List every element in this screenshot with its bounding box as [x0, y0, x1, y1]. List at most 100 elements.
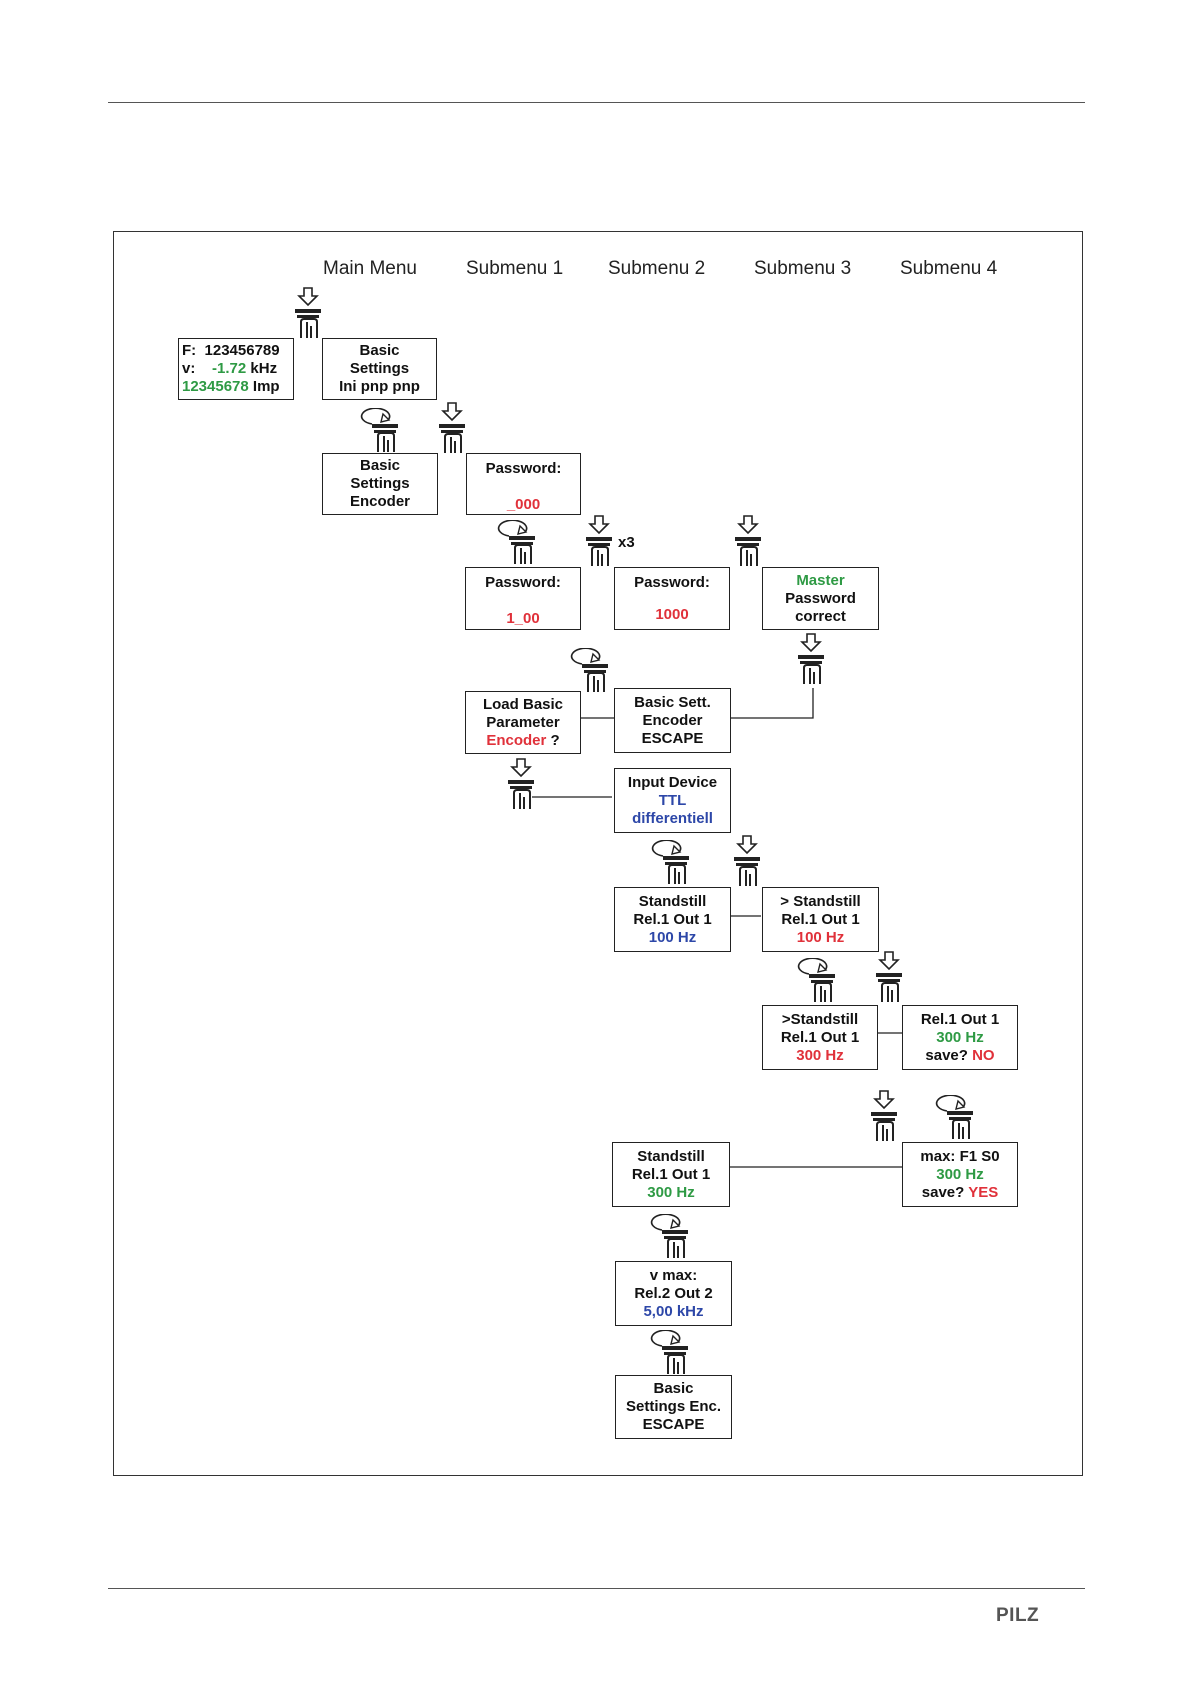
escape-final-line-1: Basic	[653, 1380, 694, 1397]
basic-settings-ini-line-2: Settings	[349, 360, 410, 377]
rotary-knob-icon	[497, 520, 535, 564]
standstill-1-line-2: Rel.1 Out 1	[633, 910, 712, 928]
velocity-unit: kHz	[250, 360, 278, 377]
master-password-box: Master Password correct	[762, 567, 879, 630]
save-yes-value: YES	[968, 1183, 999, 1201]
rotary-knob-icon	[360, 408, 398, 452]
standstill-box-2: > Standstill Rel.1 Out 1 100 Hz	[762, 887, 879, 952]
rotary-knob-icon	[650, 1330, 688, 1374]
save-yes-line-2: 300 Hz	[936, 1165, 984, 1183]
basic-sett-line-1: Basic Sett.	[634, 693, 711, 711]
vmax-line-1: v max:	[649, 1266, 698, 1284]
standstill-1-line-1: Standstill	[638, 892, 707, 910]
basic-settings-encoder-line-1: Basic	[359, 457, 401, 474]
master-password-line-2: Password	[785, 589, 856, 607]
load-basic-line-2: Parameter	[486, 713, 560, 731]
standstill-box-1: Standstill Rel.1 Out 1 100 Hz	[614, 887, 731, 952]
basic-sett-line-2: Encoder	[642, 711, 703, 729]
rotary-knob-icon	[935, 1095, 973, 1139]
basic-settings-encoder-box: Basic Settings Encoder	[322, 453, 438, 515]
press-button-icon	[508, 758, 534, 809]
standstill-3-line-1: >Standstill	[781, 1010, 859, 1028]
save-yes-prompt: save?	[921, 1183, 969, 1201]
frequency-label: F:	[182, 342, 197, 359]
press-button-icon	[798, 633, 824, 684]
basic-settings-encoder-line-3: Encoder	[349, 493, 410, 510]
load-basic-parameter-box: Load Basic Parameter Encoder ?	[465, 691, 581, 754]
escape-final-box: Basic Settings Enc. ESCAPE	[615, 1375, 732, 1439]
password-digit-value: 1_00	[506, 610, 540, 627]
diagram-frame	[113, 231, 1083, 1476]
column-submenu-3: Submenu 3	[754, 258, 852, 279]
basic-settings-encoder-line-2: Settings	[350, 475, 410, 492]
load-basic-question: ?	[546, 731, 560, 749]
vmax-line-3: 5,00 kHz	[643, 1302, 704, 1320]
basic-settings-ini-line-1: Basic	[359, 342, 400, 359]
standstill-2-line-2: Rel.1 Out 1	[781, 910, 860, 928]
password-complete-label: Password:	[634, 574, 710, 591]
rotary-knob-icon	[570, 648, 608, 692]
column-submenu-4: Submenu 4	[900, 258, 998, 279]
password-value: _000	[506, 496, 541, 513]
velocity-value: -1.72	[212, 360, 247, 377]
column-submenu-1: Submenu 1	[466, 258, 564, 279]
password-digit-label: Password:	[485, 574, 561, 591]
save-no-line-2: 300 Hz	[936, 1028, 984, 1046]
password-label: Password:	[485, 460, 562, 477]
basic-settings-ini-line-3: Ini pnp pnp	[339, 378, 420, 395]
save-no-box: Rel.1 Out 1 300 Hz save? NO	[902, 1005, 1018, 1070]
vmax-box: v max: Rel.2 Out 2 5,00 kHz	[615, 1261, 732, 1326]
input-device-line-1: Input Device	[627, 773, 718, 791]
password-entry-box: Password: _000	[466, 453, 581, 515]
standstill-box-4: Standstill Rel.1 Out 1 300 Hz	[612, 1142, 730, 1207]
basic-sett-escape-box: Basic Sett. Encoder ESCAPE	[614, 688, 731, 753]
footer-rule	[108, 1588, 1085, 1589]
load-basic-line-1: Load Basic	[482, 695, 564, 713]
display-box: F: 123456789 v: -1.72 kHz 12345678 Imp	[178, 338, 294, 400]
save-yes-box: max: F1 S0 300 Hz save? YES	[902, 1142, 1018, 1207]
load-basic-encoder: Encoder	[486, 731, 547, 749]
column-main-menu: Main Menu	[323, 258, 417, 279]
standstill-2-line-3: 100 Hz	[796, 928, 845, 946]
rotary-knob-icon	[797, 958, 835, 1002]
standstill-4-line-1: Standstill	[637, 1147, 705, 1165]
velocity-label: v:	[182, 360, 196, 377]
standstill-box-3: >Standstill Rel.1 Out 1 300 Hz	[762, 1005, 878, 1070]
password-complete-value: 1000	[655, 606, 689, 623]
column-submenu-2: Submenu 2	[608, 258, 706, 279]
press-button-icon	[295, 287, 321, 338]
input-device-line-2: TTL	[658, 791, 687, 809]
standstill-4-line-2: Rel.1 Out 1	[631, 1165, 711, 1183]
password-complete-box: Password: 1000	[614, 567, 730, 630]
standstill-4-line-3: 300 Hz	[647, 1183, 695, 1201]
standstill-2-line-1: > Standstill	[780, 892, 861, 910]
impulse-unit: Imp	[252, 378, 280, 395]
rotary-knob-icon	[650, 1214, 688, 1258]
input-device-box: Input Device TTL differentiell	[614, 768, 731, 833]
press-button-icon	[734, 835, 760, 886]
save-no-line-1: Rel.1 Out 1	[920, 1010, 1000, 1028]
press-button-icon	[876, 951, 902, 1002]
press-button-icon	[871, 1090, 897, 1141]
escape-final-line-2: Settings Enc.	[625, 1398, 722, 1415]
press-button-icon	[735, 515, 761, 566]
header-rule	[108, 102, 1085, 103]
press-button-icon	[439, 402, 465, 453]
basic-sett-line-3: ESCAPE	[641, 729, 704, 747]
escape-final-line-3: ESCAPE	[642, 1416, 705, 1433]
standstill-3-line-2: Rel.1 Out 1	[780, 1028, 860, 1046]
press-button-icon	[586, 515, 612, 566]
basic-settings-ini-box: Basic Settings Ini pnp pnp	[322, 338, 437, 400]
master-password-line-3: correct	[795, 607, 846, 625]
pilz-logo: PILZ	[996, 1605, 1040, 1626]
save-no-value: NO	[972, 1046, 995, 1064]
master-password-line-1: Master	[796, 571, 845, 589]
vmax-line-2: Rel.2 Out 2	[634, 1284, 713, 1302]
password-digit-box: Password: 1_00	[465, 567, 581, 630]
repeat-count-label: x3	[618, 534, 635, 551]
save-yes-line-1: max: F1 S0	[920, 1147, 1000, 1165]
save-no-prompt: save?	[925, 1046, 973, 1064]
standstill-3-line-3: 300 Hz	[796, 1046, 844, 1064]
input-device-line-3: differentiell	[632, 809, 713, 827]
